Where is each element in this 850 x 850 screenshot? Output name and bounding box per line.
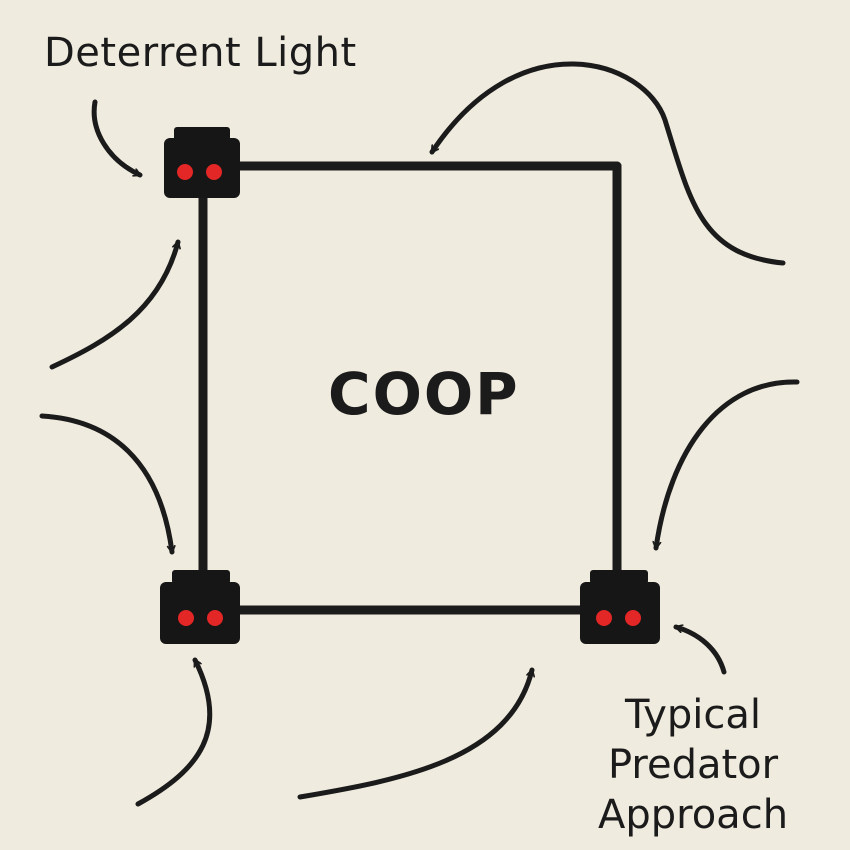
deterrent-light-label: Deterrent Light [44,30,357,76]
approach-arrow-bottom-center [297,667,532,800]
label-pointer-arrows [91,99,727,675]
approach-label-line-3: Approach [598,792,789,838]
coop-outline [198,161,622,615]
typical-predator-approach-label: Typical Predator Approach [598,690,788,840]
approach-arrow-right-lower [656,379,800,551]
deterrent-light-top-left [164,127,240,198]
approach-arrow-bottom-left [135,657,213,807]
approach-label-line-1: Typical [625,692,762,738]
approach-label-line-2: Predator [607,742,779,788]
deterrent-light-bottom-left [160,570,240,644]
coop-label: COOP [328,360,520,428]
approach-arrow-top-right [429,61,786,266]
deterrent-light-bottom-right [580,570,660,644]
approach-arrow-left-lower [39,413,172,555]
predator-approach-arrows [39,61,800,807]
predator-label-pointer-arrow [673,627,727,675]
deterrent-light-pointer-arrow [91,99,143,178]
approach-arrow-left-upper [49,239,178,370]
